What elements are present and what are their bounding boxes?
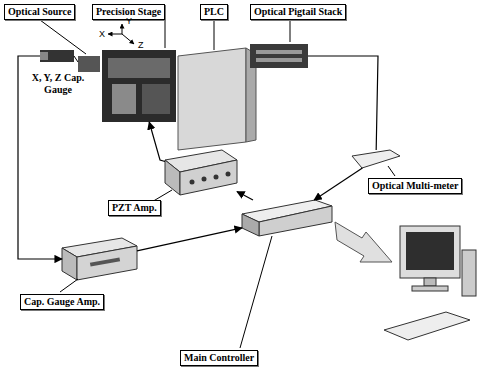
knob	[214, 175, 219, 180]
axis-label: Y	[126, 16, 132, 26]
probe-tip	[40, 52, 48, 60]
plc-panel	[178, 48, 246, 150]
device: Optical Multi-meter	[352, 150, 400, 168]
device-label: Optical Source	[4, 4, 75, 20]
device-label: PLC	[200, 4, 228, 20]
screen	[406, 232, 454, 270]
device: Optical Source	[78, 56, 100, 72]
stage-block	[142, 84, 170, 114]
hub-side	[242, 214, 259, 236]
device: X, Y, Z Cap. Gauge	[40, 50, 74, 62]
monitor-base	[412, 286, 448, 291]
source-module	[78, 56, 100, 72]
signal-line	[237, 192, 253, 200]
amp-side	[62, 248, 77, 280]
device-label: Main Controller	[180, 350, 258, 366]
axis-z	[122, 34, 134, 44]
pzt-side	[165, 160, 180, 195]
axis-x	[108, 34, 122, 35]
stage-body	[102, 50, 176, 122]
amp-front	[77, 246, 137, 280]
link-arrow	[335, 222, 392, 262]
device: Cap. Gauge Amp.	[62, 238, 137, 280]
pigtail-slot	[256, 50, 302, 54]
gauge-probe	[40, 50, 74, 62]
pzt-front	[180, 160, 237, 195]
keyboard	[384, 312, 470, 340]
device-label: Optical Multi-meter	[368, 178, 462, 194]
signal-line	[149, 122, 165, 162]
pigtail-slot	[256, 58, 302, 62]
stage-plate	[108, 58, 170, 78]
device-label: X, Y, Z Cap. Gauge	[26, 72, 90, 96]
axis-label: Z	[138, 40, 144, 50]
device-label: Optical Pigtail Stack	[250, 4, 346, 20]
monitor-stand	[424, 278, 436, 286]
signal-line	[314, 168, 362, 200]
signal-line	[137, 228, 242, 251]
amp-panel	[90, 257, 120, 266]
device: Precision Stage	[102, 50, 176, 122]
monitor	[400, 226, 460, 278]
knob	[202, 177, 207, 182]
multimeter-body	[352, 150, 400, 168]
pigtail-stack	[250, 44, 308, 68]
axis-label: X	[99, 29, 105, 39]
device: PLC	[178, 48, 256, 150]
axis-y	[122, 24, 123, 34]
knob	[226, 172, 231, 177]
device: PZT Amp.	[165, 150, 237, 195]
device-label: Cap. Gauge Amp.	[20, 294, 104, 310]
knob	[190, 180, 195, 185]
device: Optical Pigtail Stack	[250, 44, 308, 68]
pc-tower	[462, 250, 476, 296]
probe-wire	[74, 56, 78, 62]
stage-block	[112, 84, 136, 114]
device-label: PZT Amp.	[108, 200, 161, 216]
signal-line	[308, 56, 378, 150]
device: Main Controller	[242, 200, 332, 236]
hub-front	[259, 206, 332, 236]
